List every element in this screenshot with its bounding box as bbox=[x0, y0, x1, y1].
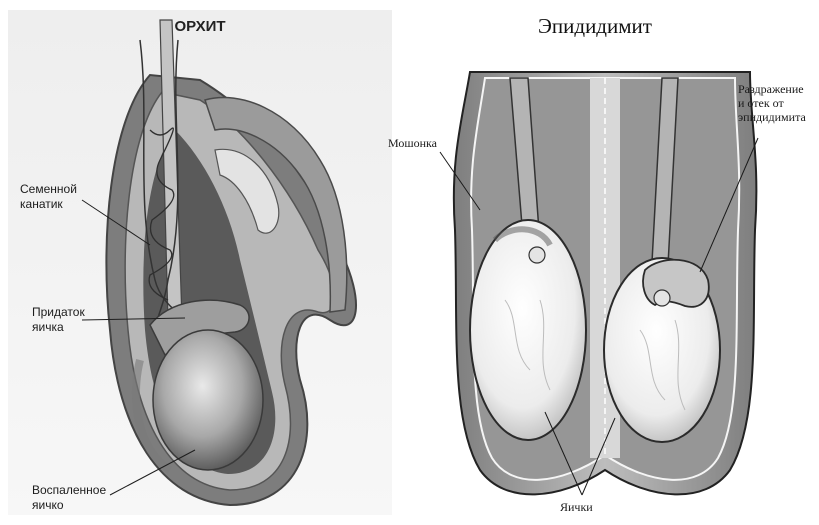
label-line: Мошонка bbox=[388, 136, 437, 150]
label-spermatic-cord: Семенной канатик bbox=[20, 182, 77, 212]
left-epididymis-head bbox=[529, 247, 545, 263]
orchitis-panel: ОРХИТ Семенной канатик Придаток яичка Во… bbox=[0, 0, 400, 525]
label-line: Придаток bbox=[32, 305, 85, 320]
label-line: яичка bbox=[32, 320, 85, 335]
label-line: и отек от bbox=[738, 96, 806, 110]
label-irritation: Раздражение и отек от эпидидимита bbox=[738, 82, 806, 124]
epididymitis-title: Эпидидимит bbox=[495, 14, 695, 39]
label-line: эпидидимита bbox=[738, 110, 806, 124]
right-epididymis-head bbox=[654, 290, 670, 306]
epididymitis-illustration bbox=[400, 0, 819, 525]
label-inflamed-testis: Воспаленное яичко bbox=[32, 483, 106, 513]
left-testis bbox=[470, 220, 586, 440]
orchitis-illustration bbox=[0, 0, 400, 525]
epididymitis-panel: Эпидидимит Мошонка Раздражение и отек от… bbox=[400, 0, 819, 525]
label-scrotum: Мошонка bbox=[388, 136, 437, 150]
label-line: Яички bbox=[560, 500, 593, 514]
label-epididymis: Придаток яичка bbox=[32, 305, 85, 335]
label-line: Раздражение bbox=[738, 82, 806, 96]
label-testes: Яички bbox=[560, 500, 593, 514]
inflamed-testis bbox=[153, 330, 263, 470]
label-line: канатик bbox=[20, 197, 77, 212]
label-line: яичко bbox=[32, 498, 106, 513]
swollen-epididymis bbox=[643, 260, 709, 307]
orchitis-title: ОРХИТ bbox=[140, 18, 260, 35]
label-line: Семенной bbox=[20, 182, 77, 197]
label-line: Воспаленное bbox=[32, 483, 106, 498]
